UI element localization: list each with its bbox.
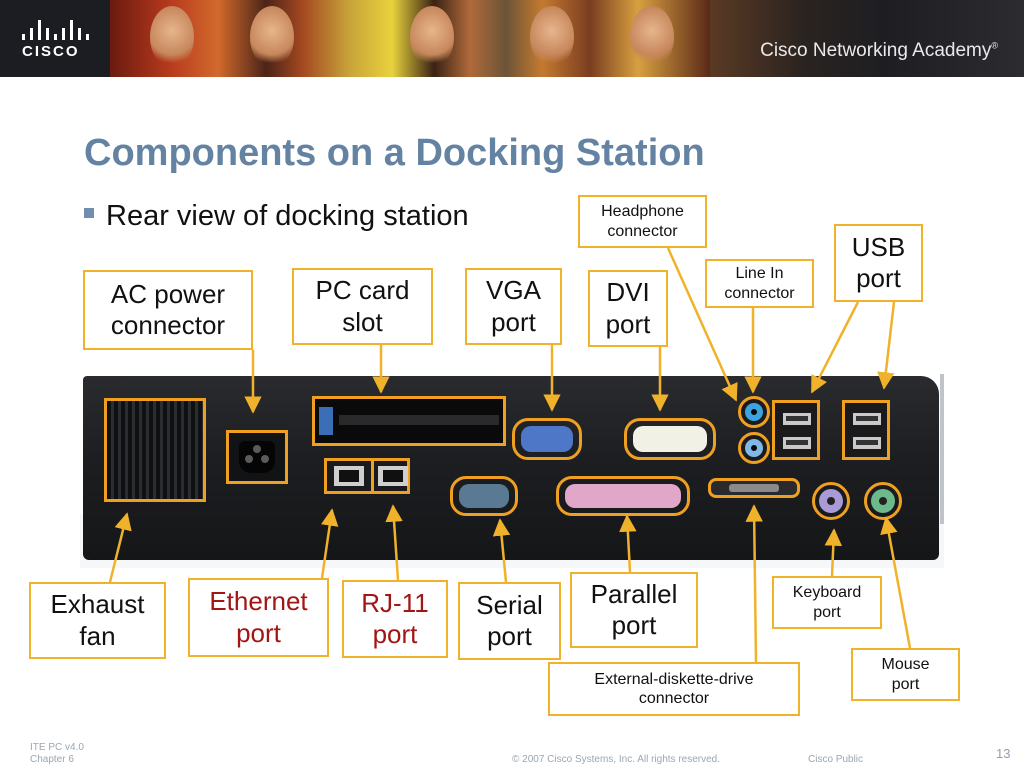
cisco-logo: CISCO <box>0 0 110 77</box>
footer-course: ITE PC v4.0 <box>30 742 84 753</box>
parallel-socket <box>556 476 690 516</box>
serial-socket <box>450 476 518 516</box>
keyboard-ps2-socket <box>812 482 850 520</box>
academy-branding: Cisco Networking Academy® <box>710 0 1024 77</box>
logo-text: CISCO <box>22 43 80 60</box>
cisco-bridge-icon <box>22 20 92 40</box>
ac-power-socket <box>226 430 288 484</box>
footer-classification: Cisco Public <box>808 754 864 765</box>
footer-copyright: © 2007 Cisco Systems, Inc. All rights re… <box>512 754 721 765</box>
headphone-jack <box>738 432 770 464</box>
pc-card-slot-opening <box>312 396 506 446</box>
header-banner: CISCO Cisco Networking Academy® <box>0 0 1024 77</box>
mouse-ps2-socket <box>864 482 902 520</box>
dvi-socket <box>624 418 716 460</box>
bullet-text: Rear view of docking station <box>106 200 469 232</box>
diskette-socket <box>708 478 800 498</box>
bullet-square-icon <box>84 208 94 219</box>
line-in-jack <box>738 396 770 428</box>
exhaust-fan-grille <box>104 398 206 502</box>
network-jacks <box>324 458 410 494</box>
header-photo-strip <box>110 0 710 77</box>
bullet-item: Rear view of docking station <box>84 200 469 233</box>
vga-socket <box>512 418 582 460</box>
slide-title: Components on a Docking Station <box>84 132 705 174</box>
docking-station-photo <box>80 374 944 568</box>
footer-chapter: Chapter 6 <box>30 754 74 765</box>
usb-ports-left <box>772 400 820 460</box>
academy-title: Cisco Networking Academy® <box>760 40 998 61</box>
usb-ports-right <box>842 400 890 460</box>
page-number: 13 <box>996 746 1011 761</box>
